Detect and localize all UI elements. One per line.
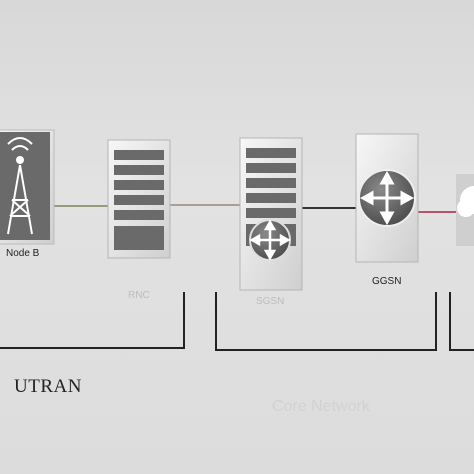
radio-tower-icon [7,137,33,235]
node-b-label: Node B [6,248,40,259]
external-bracket [449,292,474,351]
ggsn [355,133,419,263]
rnc-label: RNC [128,290,150,301]
node-b [0,129,55,245]
utran-label: UTRAN [14,376,82,397]
router-icon [249,219,291,261]
cloud-icon [457,186,474,217]
rnc [107,139,171,259]
sgsn-label: SGSN [256,296,285,307]
core-network-bracket [215,292,437,351]
sgsn [239,137,303,291]
internet-cloud [456,174,474,246]
server-rack-icon [114,150,164,250]
core-network-label: Core Network [272,398,370,415]
ggsn-label: GGSN [372,276,402,287]
utran-bracket [0,292,185,349]
router-icon [358,169,416,227]
